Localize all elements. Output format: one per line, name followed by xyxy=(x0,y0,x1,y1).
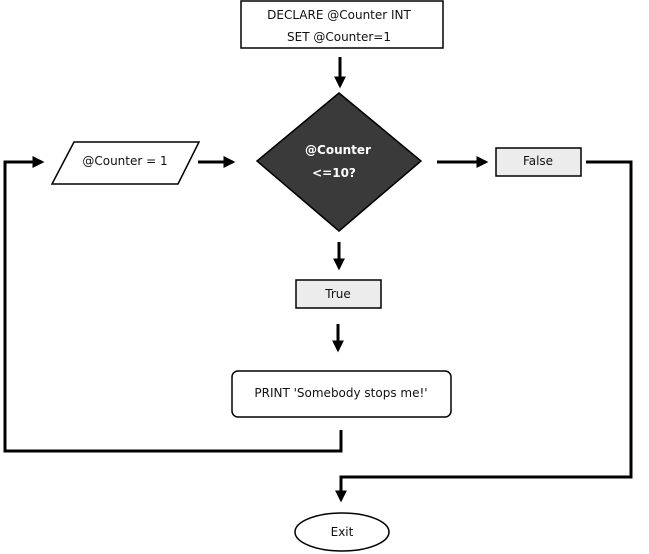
start-node: DECLARE @Counter INT SET @Counter=1 xyxy=(240,0,444,49)
true-label: True xyxy=(324,287,351,301)
arrow-false-to-exit xyxy=(335,160,633,503)
arrow-print-to-increment xyxy=(3,156,343,453)
increment-node: @Counter = 1 xyxy=(50,141,201,185)
start-line-2: SET @Counter=1 xyxy=(287,30,391,44)
true-node: True xyxy=(295,279,382,309)
exit-node: Exit xyxy=(294,512,390,552)
print-label: PRINT 'Somebody stops me!' xyxy=(254,386,427,400)
print-node: PRINT 'Somebody stops me!' xyxy=(231,370,452,418)
false-node: False xyxy=(495,147,582,177)
start-line-1: DECLARE @Counter INT xyxy=(267,8,411,22)
exit-label: Exit xyxy=(331,525,354,539)
decision-line-2: <=10? xyxy=(312,166,356,180)
increment-label: @Counter = 1 xyxy=(82,154,167,168)
decision-node: @Counter <=10? xyxy=(255,92,423,232)
decision-line-1: @Counter xyxy=(305,143,371,157)
false-label: False xyxy=(523,154,553,168)
